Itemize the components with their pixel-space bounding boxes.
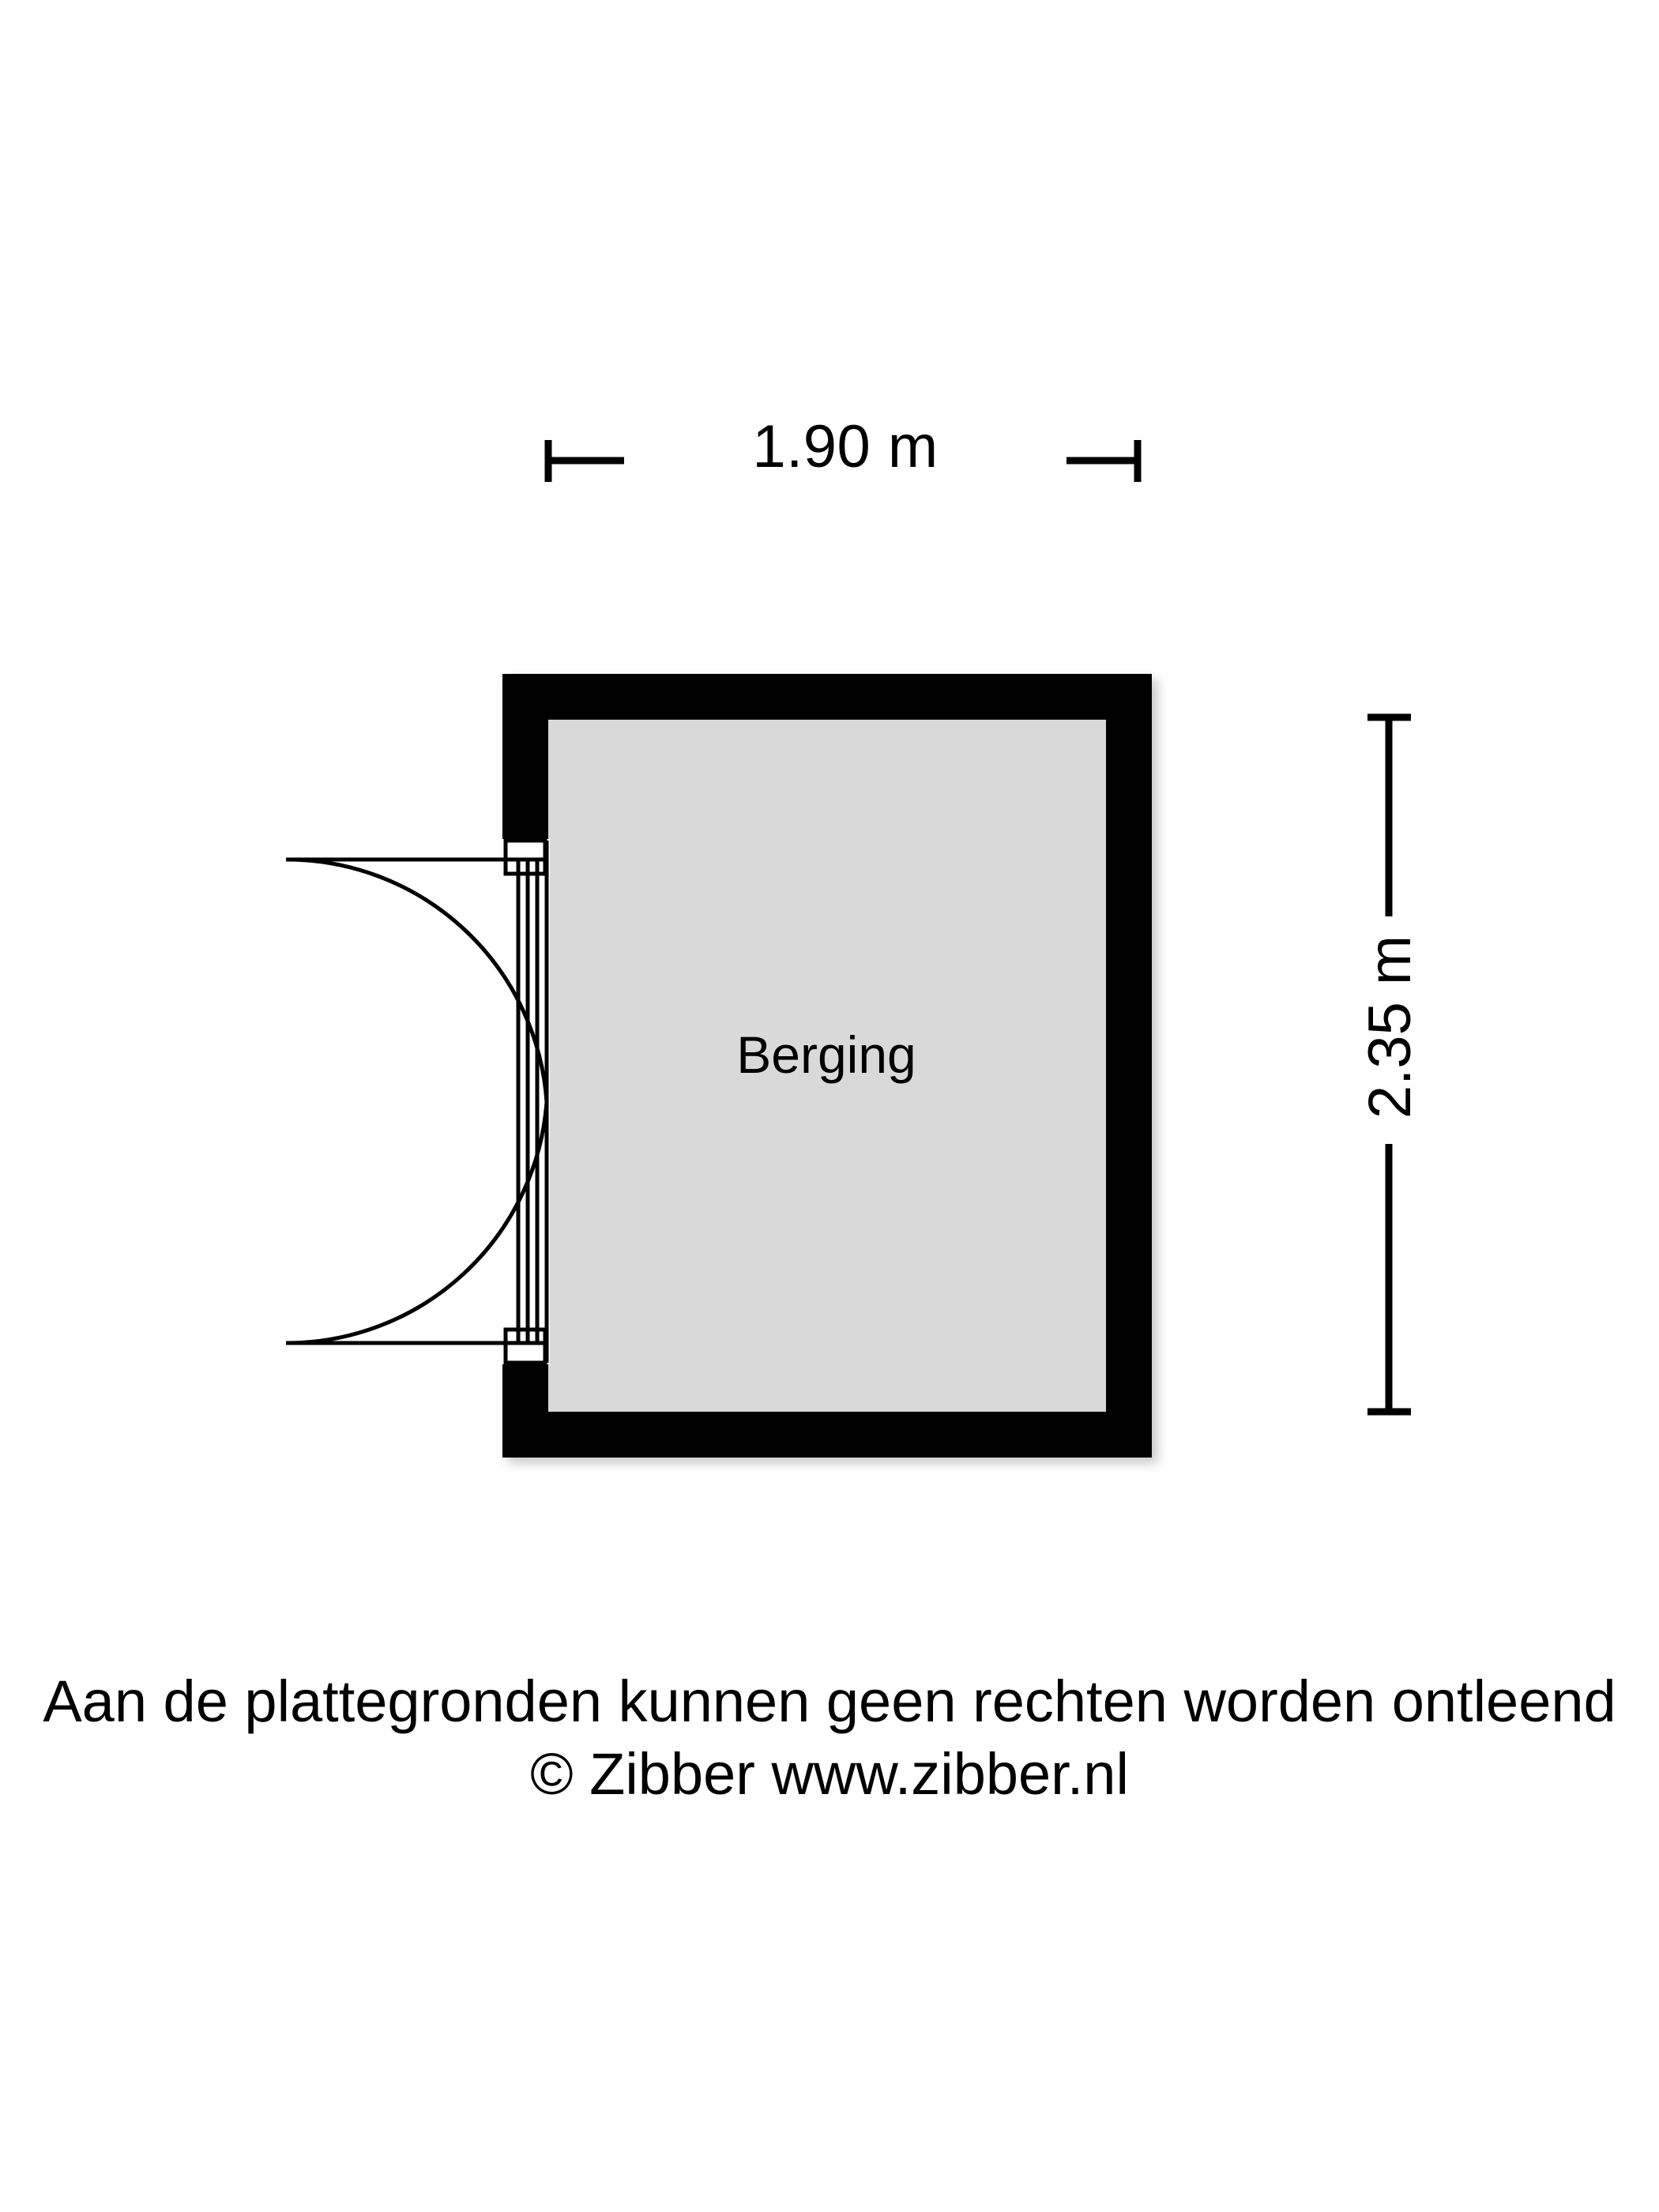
door-swing-arcs bbox=[285, 857, 549, 1345]
room-label-berging: Berging bbox=[736, 1025, 916, 1084]
footer-copyright: © Zibber www.zibber.nl bbox=[530, 1741, 1129, 1807]
dimension-label-height: 2.35 m bbox=[1356, 925, 1425, 1129]
dimension-line-height bbox=[1367, 713, 1411, 1416]
footer: Aan de plattegronden kunnen geen rechten… bbox=[0, 1665, 1659, 1811]
footer-disclaimer: Aan de plattegronden kunnen geen rechten… bbox=[43, 1668, 1616, 1734]
door-opening bbox=[498, 838, 550, 1365]
dimension-label-height-wrap: 2.35 m bbox=[1343, 893, 1438, 1161]
dimension-label-width: 1.90 m bbox=[624, 414, 1066, 480]
room-walls bbox=[502, 674, 1152, 1458]
